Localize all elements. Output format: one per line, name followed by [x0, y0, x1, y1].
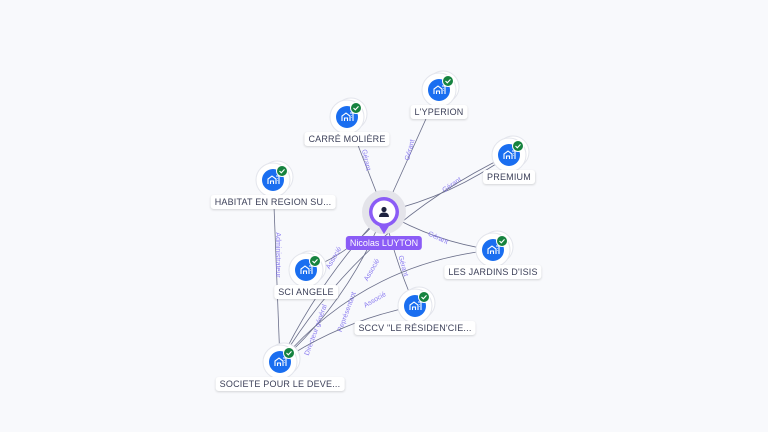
- node-label[interactable]: SOCIETE POUR LE DEVE...: [215, 377, 345, 391]
- node-label[interactable]: LES JARDINS D'ISIS: [444, 265, 542, 279]
- edge-label: Gérant: [427, 231, 449, 246]
- edge-line: [279, 249, 494, 363]
- node-label[interactable]: HABITAT EN REGION SU...: [210, 195, 336, 209]
- verified-check-icon: [276, 165, 288, 177]
- node-label[interactable]: PREMIUM: [483, 170, 535, 184]
- edge-label: Gérant: [441, 176, 463, 194]
- edge-label: Gérant: [360, 149, 371, 171]
- person-icon: [379, 206, 389, 217]
- edge-label: Administrateur: [274, 232, 281, 278]
- company-node[interactable]: [491, 135, 530, 173]
- verified-check-icon: [418, 291, 430, 303]
- company-node[interactable]: [421, 70, 460, 108]
- company-node[interactable]: [262, 342, 301, 380]
- company-node[interactable]: [475, 230, 514, 268]
- center-person-label[interactable]: Nicolas LUYTON: [345, 236, 423, 250]
- edge: [279, 249, 494, 363]
- verified-check-icon: [283, 347, 295, 359]
- verified-check-icon: [442, 75, 454, 87]
- edge-line: [279, 211, 385, 363]
- node-label[interactable]: SCCV "LE RÉSIDEN'CIE...: [354, 321, 476, 335]
- edge-label: Associé: [363, 258, 381, 283]
- company-node[interactable]: [288, 250, 327, 288]
- edge-label: Associé: [363, 291, 388, 309]
- company-node[interactable]: [397, 286, 436, 324]
- company-node[interactable]: [255, 160, 294, 198]
- node-label[interactable]: SCI ANGELE: [274, 285, 338, 299]
- node-label[interactable]: CARRÉ MOLIÈRE: [304, 132, 390, 146]
- node-label[interactable]: L'YPERION: [410, 105, 468, 119]
- center-person-node[interactable]: [362, 190, 406, 234]
- verified-check-icon: [350, 102, 362, 114]
- verified-check-icon: [309, 255, 321, 267]
- edge-label: Associé: [325, 246, 343, 271]
- edge-label: Gérant: [404, 139, 416, 162]
- verified-check-icon: [512, 140, 524, 152]
- verified-check-icon: [496, 235, 508, 247]
- company-node[interactable]: [329, 97, 368, 135]
